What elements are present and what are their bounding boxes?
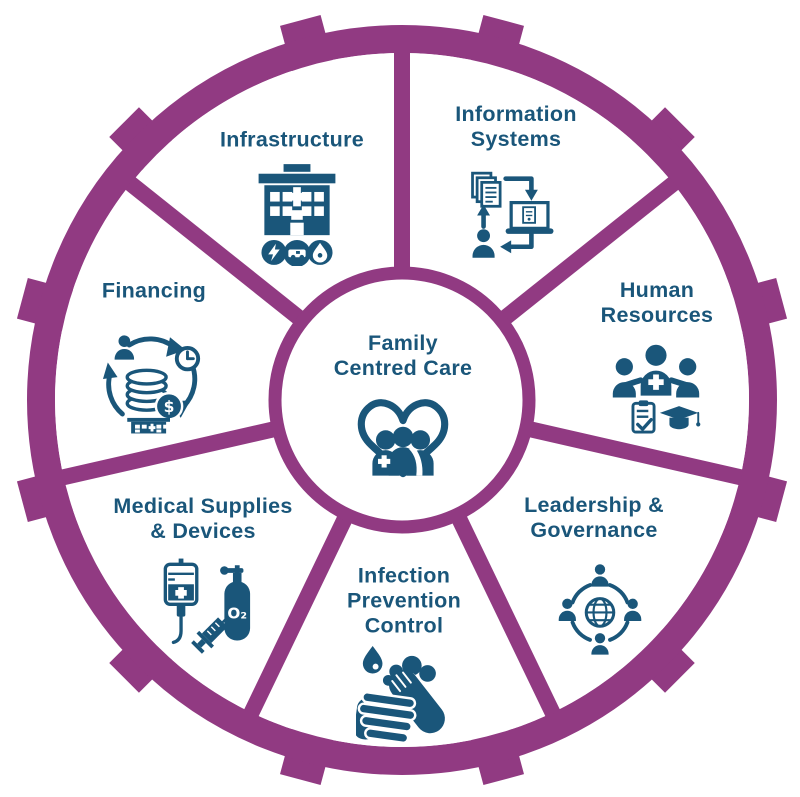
person-icon bbox=[118, 335, 131, 347]
segment-label-human-resources: Human Resources bbox=[600, 278, 714, 327]
graduation-cap-icon bbox=[659, 406, 699, 420]
currency-symbol: $ bbox=[164, 398, 175, 416]
oxygen-label: O₂ bbox=[227, 605, 247, 623]
iv-syringe-oxygen-tank-icon: O₂ bbox=[163, 558, 251, 654]
segment-label-infrastructure: Infrastructure bbox=[220, 127, 364, 152]
hospital-building-icon bbox=[258, 164, 336, 266]
people-around-globe-icon bbox=[558, 564, 642, 655]
money-cycle-icon: $ bbox=[102, 335, 201, 434]
data-exchange-computer-icon bbox=[471, 171, 554, 258]
segment-label-infection-prevention-control: Infection Prevention Control bbox=[346, 563, 462, 638]
gear-ring bbox=[27, 25, 777, 775]
left-hand bbox=[356, 691, 417, 745]
center-label-family-centred-care: Family Centred Care bbox=[333, 331, 473, 380]
iv-bag-icon bbox=[178, 558, 184, 566]
right-hand bbox=[388, 669, 445, 734]
oxygen-tank-icon bbox=[224, 581, 251, 641]
segment-label-information-systems: Information Systems bbox=[455, 102, 577, 151]
hand-washing-icon bbox=[356, 646, 445, 745]
center-circle bbox=[268, 266, 536, 534]
person-icon bbox=[477, 229, 490, 243]
segment-label-financing: Financing bbox=[101, 278, 207, 303]
arrow-right-down bbox=[503, 176, 534, 193]
hospital-small-icon bbox=[127, 417, 170, 434]
segment-label-medical-supplies-devices: Medical Supplies & Devices bbox=[113, 494, 293, 543]
arrow-down-left bbox=[507, 229, 534, 250]
segment-label-leadership-governance: Leadership & Governance bbox=[524, 493, 664, 542]
staff-team-training-icon bbox=[612, 344, 701, 434]
family-heart-icon bbox=[357, 399, 449, 478]
